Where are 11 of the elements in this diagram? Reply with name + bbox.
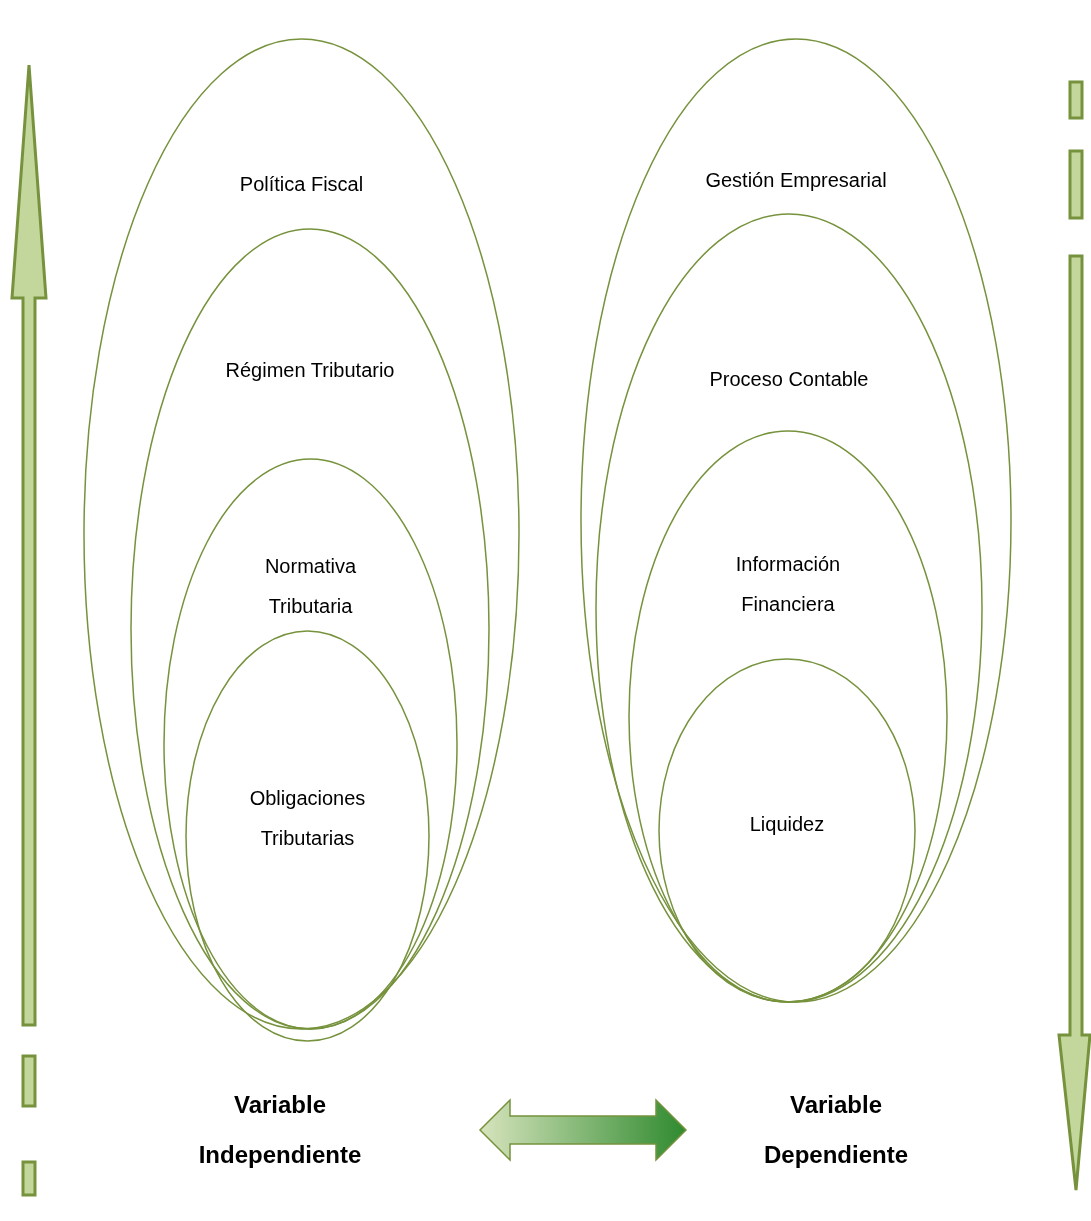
ellipse-label: Información Financiera: [734, 552, 842, 617]
variable-label: Variable Independiente: [197, 1090, 363, 1170]
ellipse-label: Proceso Contable: [708, 367, 870, 392]
double-arrow: [478, 1098, 688, 1162]
ellipse-label: Liquidez: [748, 812, 826, 837]
ellipse-label: Régimen Tributario: [224, 358, 396, 383]
ellipse-label: Política Fiscal: [238, 172, 365, 197]
ellipse-label: Normativa Tributaria: [263, 554, 358, 619]
ellipse-label: Gestión Empresarial: [704, 168, 888, 193]
ellipse-label: Obligaciones Tributarias: [248, 786, 367, 851]
variable-label: Variable Dependiente: [763, 1090, 909, 1170]
